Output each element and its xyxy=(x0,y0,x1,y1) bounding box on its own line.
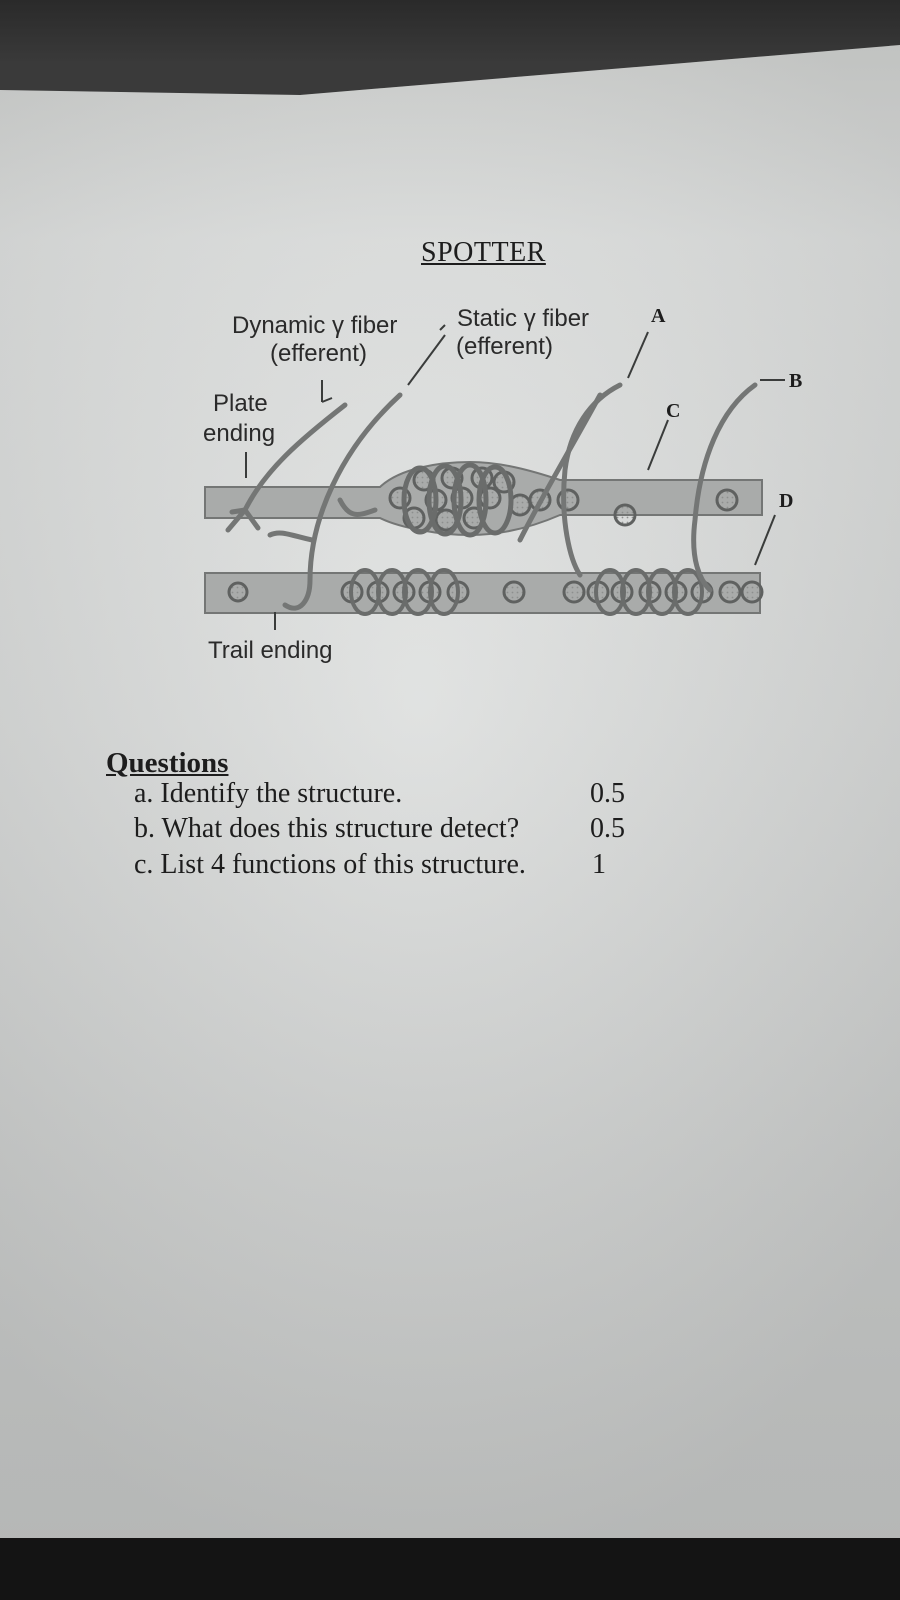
question-a-marks: 0.5 xyxy=(590,778,625,809)
question-c: c. List 4 functions of this structure. xyxy=(134,849,526,880)
plate-label: Plate xyxy=(213,390,268,417)
label-c: C xyxy=(666,400,681,422)
questions-heading: Questions xyxy=(106,747,229,779)
question-b: b. What does this structure detect? xyxy=(134,813,520,844)
ending-label: ending xyxy=(203,420,276,447)
annulospiral-coils xyxy=(401,462,514,538)
question-b-marks: 0.5 xyxy=(590,813,625,844)
static-efferent-label: (efferent) xyxy=(456,333,553,360)
static-gamma-label: Static γ fiber xyxy=(457,305,590,332)
question-c-marks: 1 xyxy=(592,849,606,880)
label-a: A xyxy=(651,305,666,327)
trail-ending-label: Trail ending xyxy=(208,637,333,664)
question-a: a. Identify the structure. xyxy=(134,778,403,809)
sheet-title: SPOTTER xyxy=(421,237,546,268)
label-d: D xyxy=(779,490,794,512)
nerve-fibers xyxy=(225,382,758,611)
label-b: B xyxy=(789,370,803,392)
dynamic-gamma-label: Dynamic γ fiber xyxy=(232,312,398,339)
dynamic-efferent-label: (efferent) xyxy=(270,340,367,367)
dark-bottom-edge xyxy=(0,1538,900,1600)
chain-coils xyxy=(349,568,704,616)
leader-lines xyxy=(245,324,785,630)
